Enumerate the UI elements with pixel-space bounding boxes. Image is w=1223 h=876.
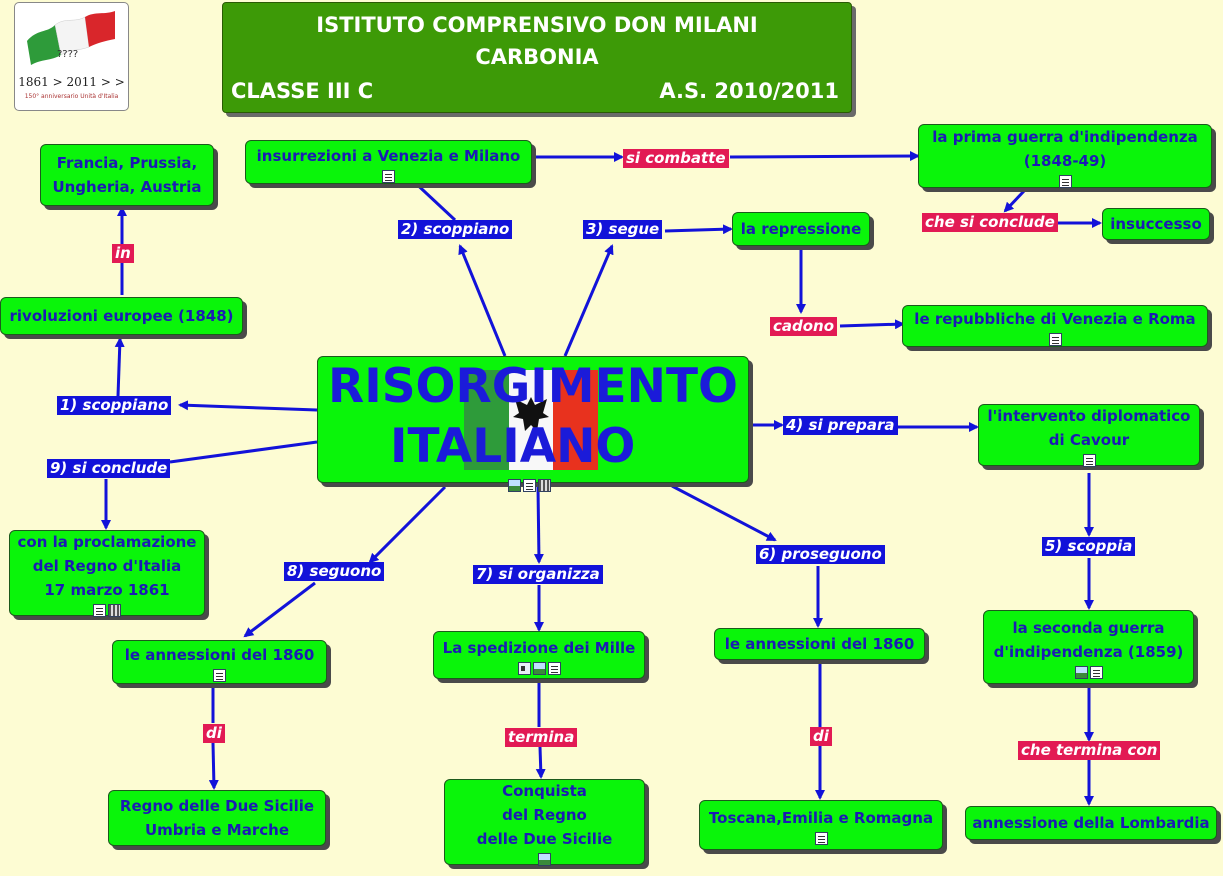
node-text: la repressione xyxy=(740,220,862,238)
link-label-termina: termina xyxy=(505,728,578,747)
node-lombardia[interactable]: annessione della Lombardia xyxy=(965,806,1217,840)
document-icon[interactable] xyxy=(814,831,828,845)
image-icon[interactable] xyxy=(508,479,521,492)
link-label-organizza: 7) si organizza xyxy=(473,565,603,584)
link-label-prepara: 4) si prepara xyxy=(783,416,898,435)
node-repressione[interactable]: la repressione xyxy=(732,212,870,246)
node-due-sicilie[interactable]: Regno delle Due Sicilie Umbria e Marche xyxy=(108,790,326,846)
node-text: annessione della Lombardia xyxy=(972,814,1210,832)
video-icon[interactable] xyxy=(538,479,551,492)
node-seconda-guerra[interactable]: la seconda guerra d'indipendenza (1859) xyxy=(983,610,1194,684)
node-mille[interactable]: La spedizione dei Mille xyxy=(433,631,645,679)
image-icon[interactable] xyxy=(532,661,546,675)
central-topic-node[interactable]: RISORGIMENTO ITALIANO xyxy=(317,356,749,492)
document-icon[interactable] xyxy=(523,479,536,492)
node-text: la seconda guerra d'indipendenza (1859) xyxy=(993,618,1184,661)
logo-question: ???? xyxy=(57,49,79,60)
node-prima-guerra[interactable]: la prima guerra d'indipendenza (1848-49) xyxy=(918,124,1212,188)
document-icon[interactable] xyxy=(382,170,395,183)
central-attachments xyxy=(508,479,551,492)
document-icon[interactable] xyxy=(93,603,106,617)
anniversary-logo: ???? 1861 > 2011 > > 150° anniversario U… xyxy=(14,2,129,111)
eagle-icon xyxy=(513,397,549,431)
document-icon[interactable] xyxy=(1058,174,1072,188)
node-text: rivoluzioni europee (1848) xyxy=(9,307,234,325)
sound-icon[interactable] xyxy=(517,661,531,675)
class-name: CLASSE III C xyxy=(231,79,374,103)
node-repubbliche[interactable]: le repubbliche di Venezia e Roma xyxy=(902,305,1208,347)
node-proclamazione[interactable]: con la proclamazione del Regno d'Italia … xyxy=(9,530,205,617)
link-label-conclude: che si conclude xyxy=(922,213,1058,232)
central-title-line2: ITALIANO xyxy=(390,419,636,474)
node-text: l'intervento diplomatico di Cavour xyxy=(987,406,1191,449)
node-toscana[interactable]: Toscana,Emilia e Romagna xyxy=(699,800,943,850)
video-icon[interactable] xyxy=(108,603,121,617)
link-label-scoppiano-2: 2) scoppiano xyxy=(398,220,513,239)
node-text: Conquista del Regno delle Due Sicilie xyxy=(476,781,613,848)
logo-subtitle: 150° anniversario Unità d'Italia xyxy=(24,93,119,100)
link-label-combatte: si combatte xyxy=(623,149,729,168)
document-icon[interactable] xyxy=(213,668,226,682)
document-icon[interactable] xyxy=(547,661,561,675)
link-label-in: in xyxy=(112,244,134,263)
document-icon[interactable] xyxy=(1048,332,1062,346)
node-francia[interactable]: Francia, Prussia, Ungheria, Austria xyxy=(40,144,214,206)
school-city: CARBONIA xyxy=(475,45,599,69)
school-header: ISTITUTO COMPRENSIVO DON MILANI CARBONIA… xyxy=(222,2,852,113)
node-insuccesso[interactable]: insuccesso xyxy=(1102,208,1210,240)
link-label-seguono: 8) seguono xyxy=(284,562,385,581)
image-icon[interactable] xyxy=(538,852,551,866)
node-text: le annessioni del 1860 xyxy=(724,635,915,653)
node-text: Francia, Prussia, Ungheria, Austria xyxy=(52,154,202,196)
node-text: La spedizione dei Mille xyxy=(442,638,636,657)
link-label-segue: 3) segue xyxy=(583,220,663,239)
link-label-termina-con: che termina con xyxy=(1018,741,1161,760)
link-label-conclude-9: 9) si conclude xyxy=(47,459,171,478)
node-text: la prima guerra d'indipendenza (1848-49) xyxy=(932,127,1198,170)
document-icon[interactable] xyxy=(1082,453,1096,467)
node-cavour[interactable]: l'intervento diplomatico di Cavour xyxy=(978,404,1200,467)
node-text: insurrezioni a Venezia e Milano xyxy=(256,147,521,165)
document-icon[interactable] xyxy=(1089,665,1103,679)
logo-dates: 1861 > 2011 > > xyxy=(18,75,125,89)
node-text: le annessioni del 1860 xyxy=(124,645,315,664)
image-icon[interactable] xyxy=(1074,665,1088,679)
node-text: con la proclamazione del Regno d'Italia … xyxy=(17,532,197,599)
school-name: ISTITUTO COMPRENSIVO DON MILANI xyxy=(316,13,758,37)
link-label-di-2: di xyxy=(810,727,832,746)
node-annessioni-mid[interactable]: le annessioni del 1860 xyxy=(714,628,925,660)
italian-flag-icon xyxy=(27,11,115,65)
node-insurrezioni[interactable]: insurrezioni a Venezia e Milano xyxy=(245,140,532,184)
node-text: Toscana,Emilia e Romagna xyxy=(708,808,934,827)
node-rivoluzioni[interactable]: rivoluzioni europee (1848) xyxy=(0,297,243,335)
central-title-line1: RISORGIMENTO xyxy=(328,359,738,414)
node-text: insuccesso xyxy=(1110,215,1202,233)
link-label-scoppia: 5) scoppia xyxy=(1042,537,1136,556)
link-label-scoppiano-1: 1) scoppiano xyxy=(57,396,172,415)
node-annessioni-left[interactable]: le annessioni del 1860 xyxy=(112,640,327,684)
node-text: Regno delle Due Sicilie Umbria e Marche xyxy=(119,797,315,839)
link-label-di-1: di xyxy=(203,724,225,743)
link-label-cadono: cadono xyxy=(770,317,838,336)
link-label-proseguono: 6) proseguono xyxy=(756,545,885,564)
school-year: A.S. 2010/2011 xyxy=(659,79,839,103)
node-text: le repubbliche di Venezia e Roma xyxy=(914,309,1196,328)
node-conquista[interactable]: Conquista del Regno delle Due Sicilie xyxy=(444,779,645,866)
